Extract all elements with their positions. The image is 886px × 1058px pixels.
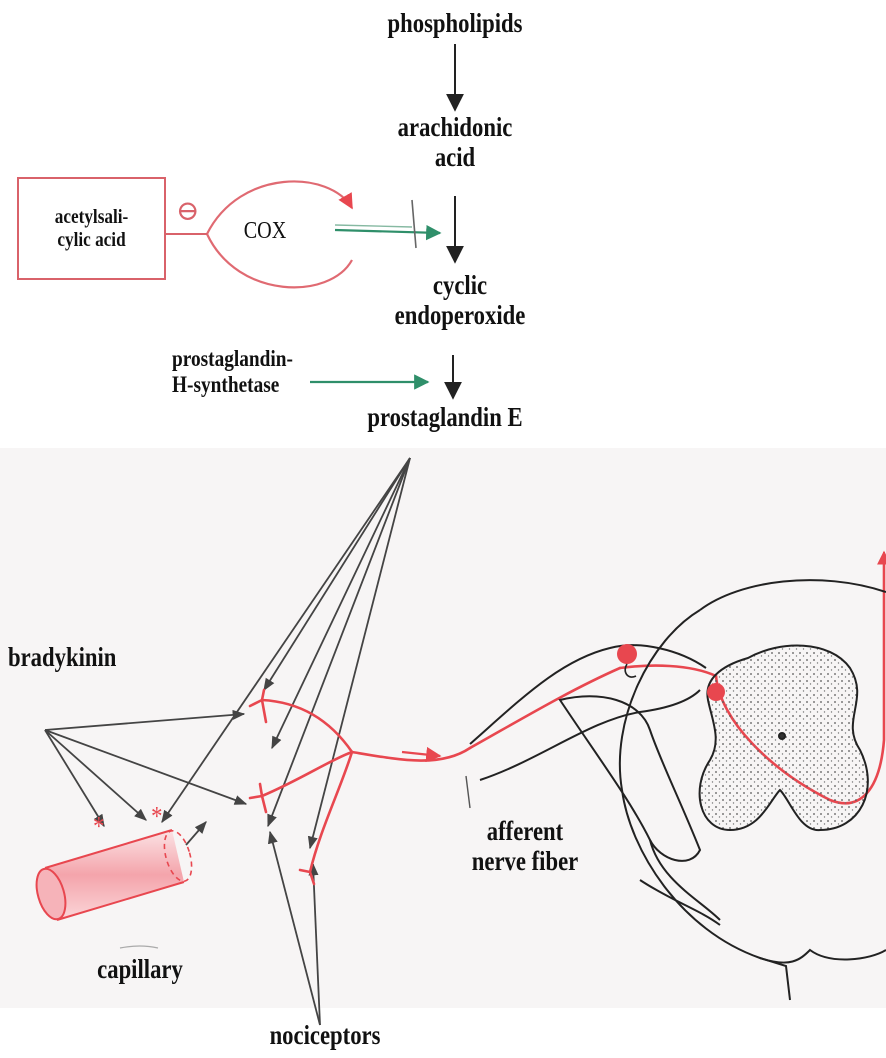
synthetase-label: prostaglandin- H-synthetase xyxy=(172,346,293,398)
nerve-direction-arrow xyxy=(402,752,440,756)
nerve-cut-mark xyxy=(466,776,470,808)
nociceptors-label: nociceptors xyxy=(245,1020,405,1050)
arachidonic-acid-label: arachidonic acid xyxy=(379,112,530,172)
acetylsalicylic-acid-box: acetylsali- cylic acid xyxy=(17,177,166,280)
afferent-nerve-fiber-label: afferent nerve fiber xyxy=(454,816,597,876)
bradykinin-arrows xyxy=(45,714,246,826)
arachidonic-acid-line-1: arachidonic xyxy=(379,112,530,142)
afferent-line-1: afferent xyxy=(454,816,597,846)
synthetase-line-1: prostaglandin- xyxy=(172,346,293,372)
phospholipids-label: phospholipids xyxy=(367,8,543,38)
acetylsalicylic-acid-line-1: acetylsali- xyxy=(55,206,129,228)
synthetase-line-2: H-synthetase xyxy=(172,372,293,398)
prostaglandin-arrows xyxy=(162,458,410,848)
capillary-mark-1: * xyxy=(93,811,104,841)
cox-enzyme-arrow xyxy=(335,230,440,233)
spinal-cord xyxy=(470,580,886,1000)
cox-label: COX xyxy=(223,218,307,245)
cox-enzyme-arrow-shadow xyxy=(335,225,412,227)
cyclic-endoperoxide-line-1: cyclic xyxy=(376,270,544,300)
ganglion-neuron xyxy=(617,644,637,664)
prostaglandin-e-label: prostaglandin E xyxy=(340,402,550,432)
dorsal-horn-neuron xyxy=(707,683,725,701)
afferent-line-2: nerve fiber xyxy=(454,846,597,876)
cyclic-endoperoxide-label: cyclic endoperoxide xyxy=(376,270,544,330)
blocked-mark xyxy=(412,200,416,248)
capillary-tube xyxy=(31,822,206,948)
acetylsalicylic-acid-line-2: cylic acid xyxy=(57,229,125,251)
capillary-label: capillary xyxy=(73,954,207,984)
bradykinin-label: bradykinin xyxy=(8,642,116,672)
arachidonic-acid-line-2: acid xyxy=(379,142,530,172)
capillary-mark-2: * xyxy=(151,801,162,831)
inhibition-symbol: ⊖ xyxy=(176,196,199,227)
cyclic-endoperoxide-line-2: endoperoxide xyxy=(376,300,544,330)
